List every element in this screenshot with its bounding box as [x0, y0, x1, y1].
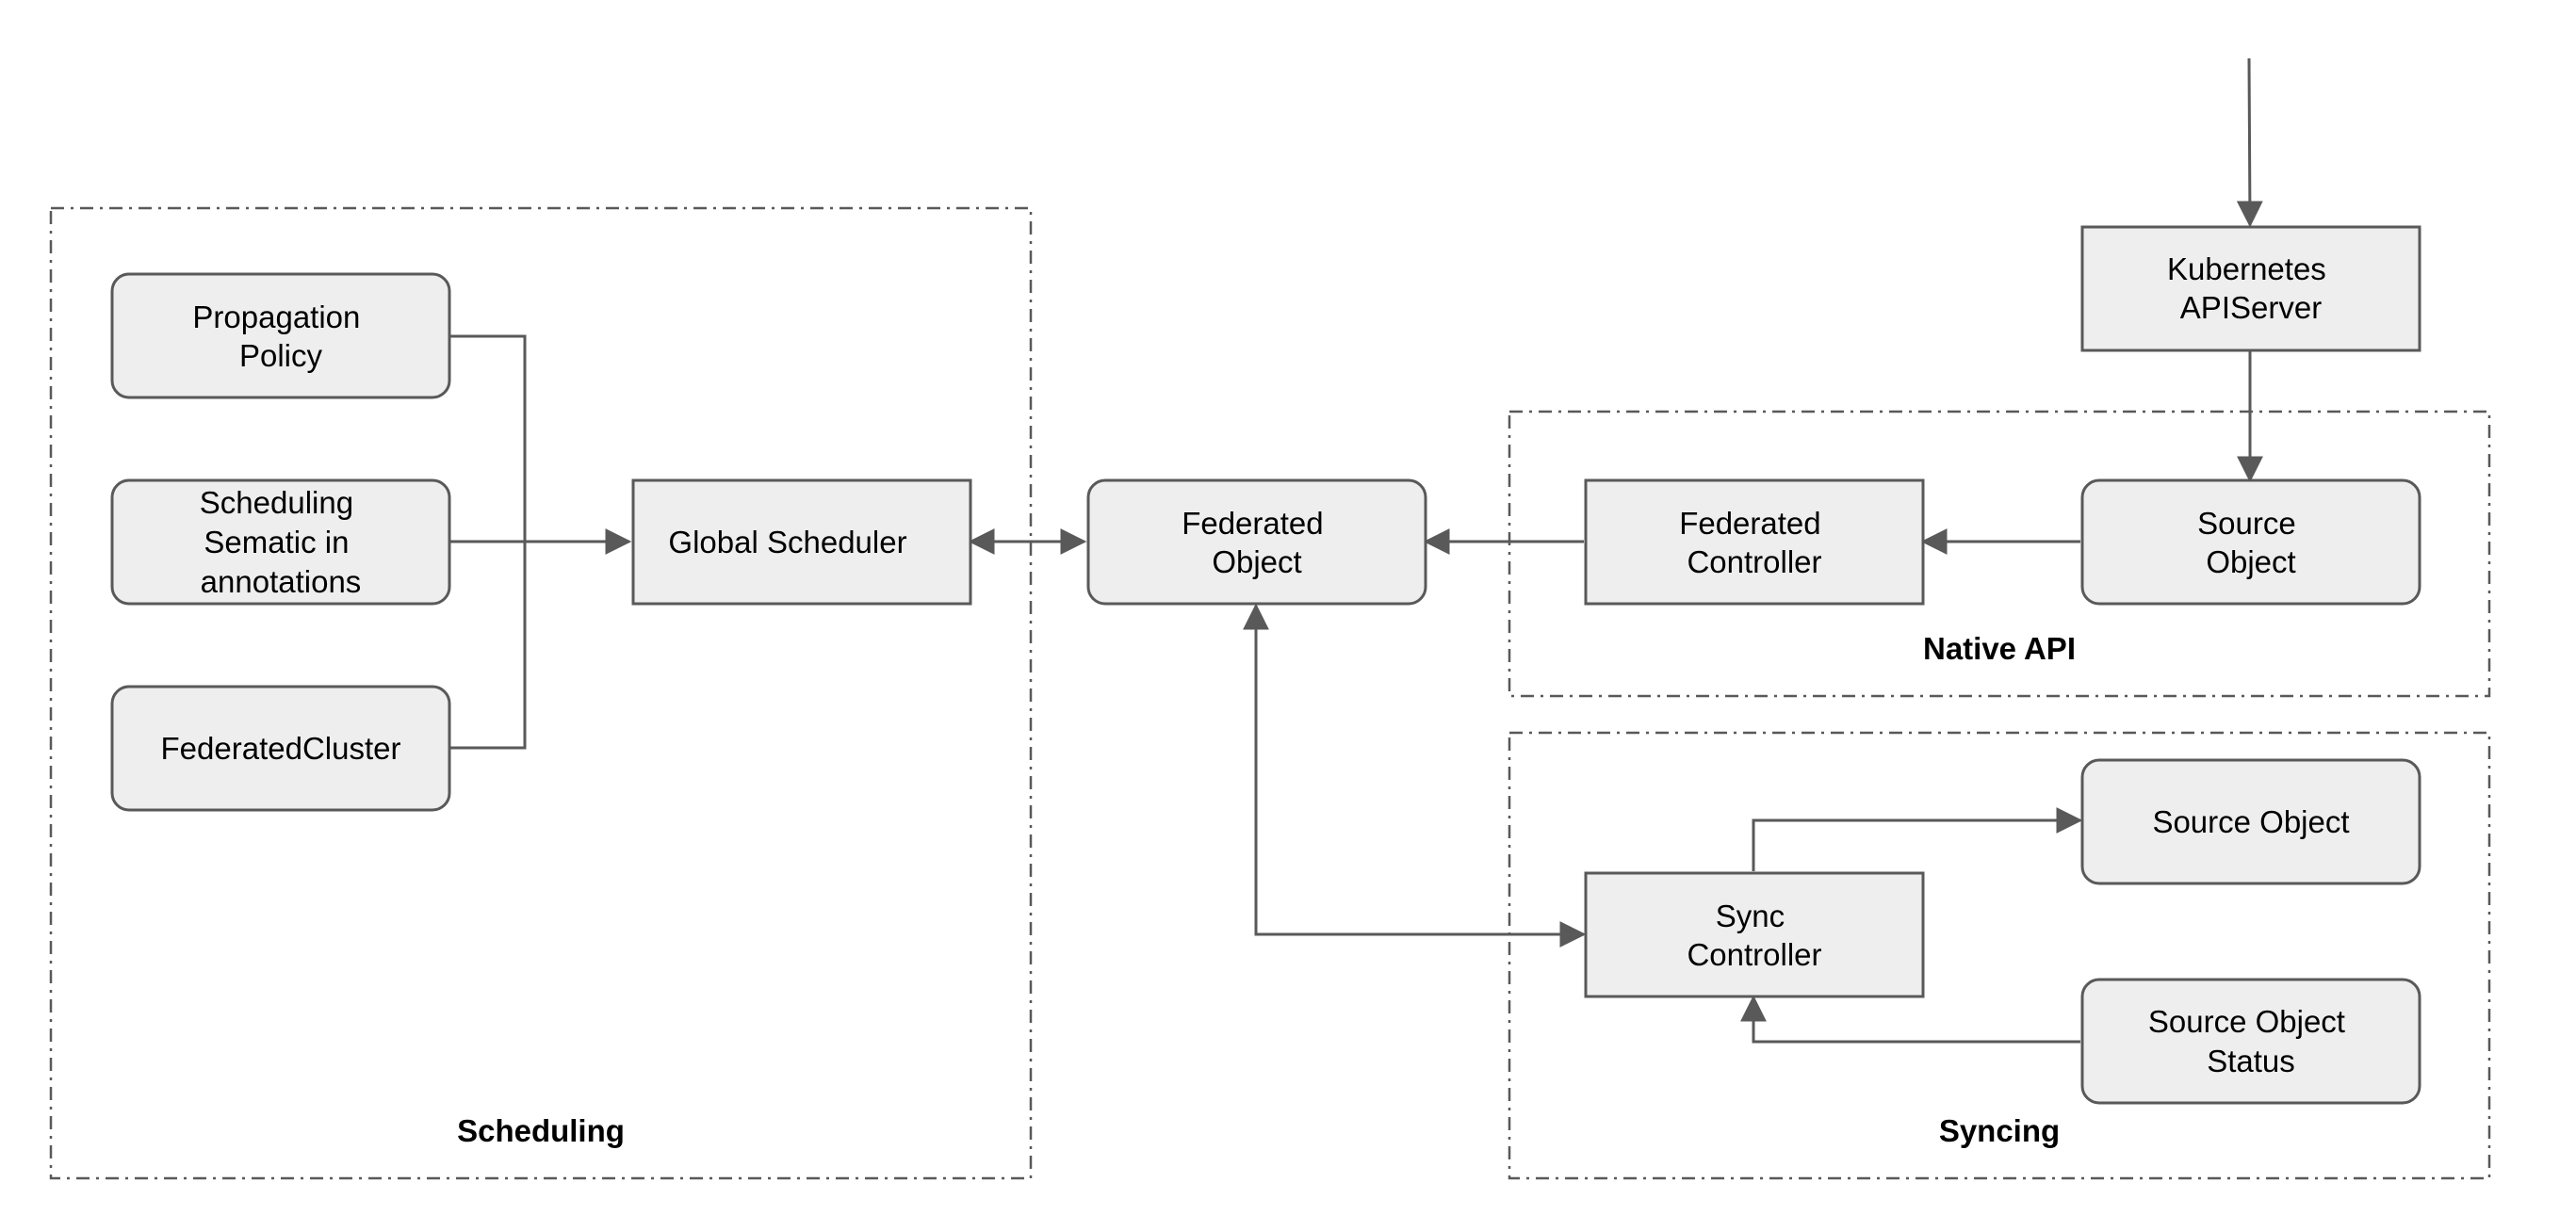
node-federated-object [1086, 478, 1427, 606]
node-propagation-policy [110, 272, 451, 399]
node-federated-object-label: Federated Object [1182, 506, 1332, 579]
group-native-api-box [1508, 410, 2491, 698]
group-scheduling-label: Scheduling [457, 1113, 625, 1148]
group-native-api-label: Native API [1923, 631, 2076, 666]
node-scheduling-semantic-label: Scheduling Sematic in annotations [200, 485, 362, 599]
node-federated-controller [1584, 478, 1925, 606]
edge-sync-controller-to-source-object [1752, 807, 2083, 871]
group-scheduling-box [49, 206, 1033, 1180]
node-global-scheduler [631, 478, 972, 606]
node-federated-controller-label: Federated Controller [1679, 506, 1830, 579]
node-source-object-native [2080, 478, 2421, 606]
node-source-object-status-label: Source Object Status [2148, 1004, 2354, 1078]
group-syncing-label: Syncing [1939, 1113, 2060, 1148]
node-global-scheduler-label: Global Scheduler [668, 525, 906, 559]
edge-external-to-apiserver [2236, 57, 2263, 228]
edge-status-to-sync-controller [1740, 995, 2080, 1044]
node-sync-controller-label: Sync Controller [1687, 899, 1821, 972]
node-scheduling-semantic [110, 478, 451, 606]
node-federated-cluster-label: FederatedCluster [161, 731, 401, 766]
node-source-object-sync [2080, 758, 2421, 885]
node-source-object-native-label: Source Object [2197, 506, 2305, 579]
node-kubernetes-apiserver [2080, 225, 2421, 352]
node-source-object-status [2080, 978, 2421, 1105]
node-federated-cluster [110, 685, 451, 812]
edge-federated-object-sync-controller [1243, 603, 1587, 948]
node-source-object-sync-label: Source Object [2152, 804, 2349, 839]
node-propagation-policy-label: Propagation Policy [192, 300, 368, 373]
edge-propagation-policy [449, 334, 527, 542]
group-syncing-box [1508, 731, 2491, 1180]
node-sync-controller [1584, 871, 1925, 998]
edge-federated-cluster [449, 542, 527, 750]
node-kubernetes-apiserver-label: Kubernetes APIServer [2167, 251, 2335, 325]
